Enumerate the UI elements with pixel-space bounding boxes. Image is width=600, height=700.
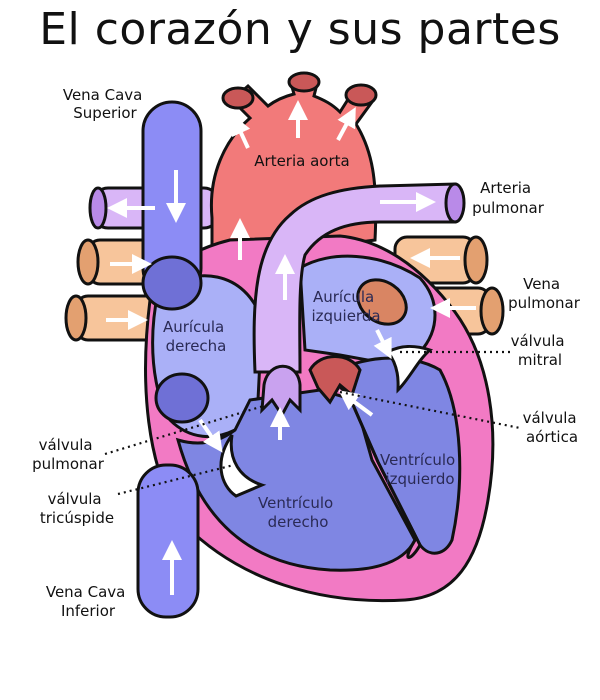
tricuspid-valve [219,434,267,498]
label-valvula-tricuspide: válvula tricúspide [40,490,114,527]
pulmonary-artery [252,182,466,374]
label-valvula-pulmonar: válvula pulmonar [32,436,105,473]
label-arteria-aorta: Arteria aorta [254,152,349,170]
label-vena-pulmonar: Vena pulmonar [508,275,581,312]
label-vena-cava-superior: Vena Cava Superior [63,86,147,122]
label-vena-cava-inferior: Vena Cava Inferior [46,583,130,620]
label-arteria-pulmonar: Arteria pulmonar [472,179,545,217]
label-ventriculo-derecho: Ventrículo derecho [258,494,338,531]
leader-lines [104,350,521,496]
label-valvula-aortica: válvula aórtica [523,409,582,446]
superior-vena-cava [141,100,203,311]
label-valvula-mitral: válvula mitral [511,332,570,369]
aorta-branch-2 [287,71,321,93]
pulmonary-vein-opening [356,278,408,326]
aorta-branch-1 [221,86,255,110]
label-auricula-izquierda: Aurícula izquierda [311,288,380,325]
page-title: El corazón y sus partes [39,4,561,55]
right-ventricle [175,388,417,572]
coronary-sinus [154,372,210,424]
septum [328,374,422,559]
inferior-vena-cava [136,463,200,619]
label-ventriculo-izquierdo: Ventrículo izquierdo [380,451,460,488]
mitral-valve [385,345,434,394]
label-auricula-derecha: Aurícula derecha [163,318,229,355]
aorta-branch-3 [344,83,378,107]
